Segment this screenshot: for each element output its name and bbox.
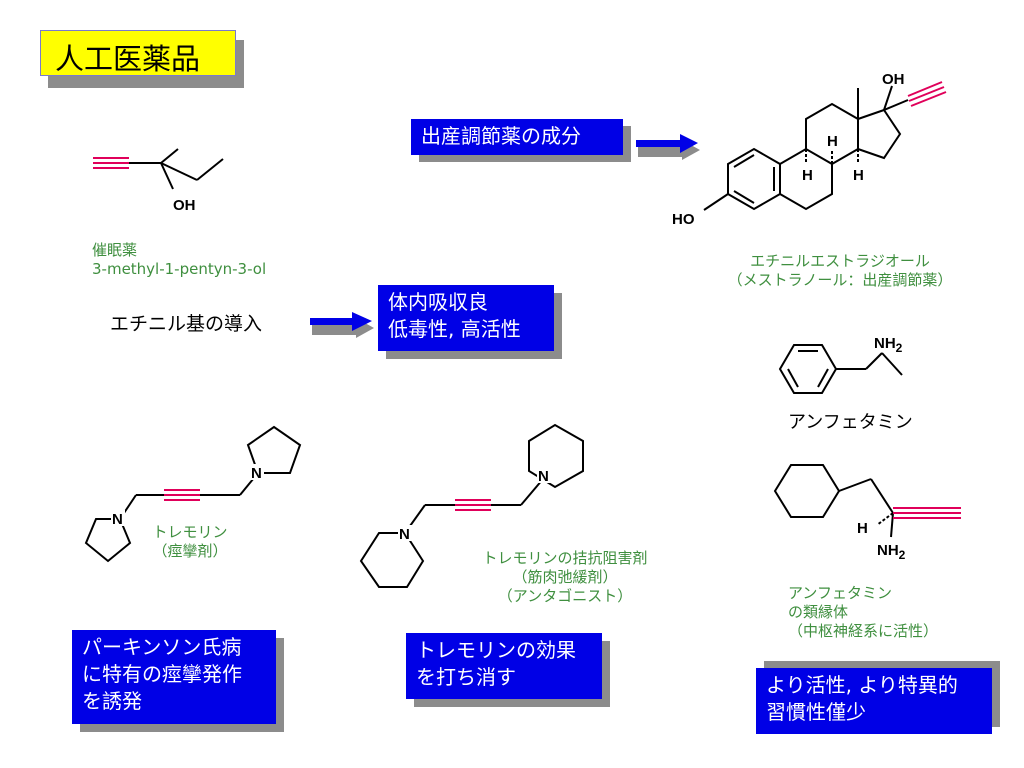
tremorine-n2: N <box>112 511 123 528</box>
page-title: 人工医薬品 <box>55 42 201 76</box>
specific-line1: より活性, より特異的 <box>766 673 958 697</box>
cancel-box: トレモリンの効果 を打ち消す <box>406 633 602 699</box>
specific-line2: 習慣性僅少 <box>766 700 866 724</box>
estradiol-structure: OH HO H H H <box>672 71 947 228</box>
absorption-box: 体内吸収良 低毒性, 高活性 <box>378 285 554 351</box>
analog-structure: H NH2 <box>773 464 961 562</box>
tremorine-structure: N N <box>84 425 302 563</box>
amphetamine-nh2: NH2 <box>874 335 903 355</box>
contraceptive-box: 出産調節薬の成分 <box>411 119 623 155</box>
amphetamine-structure: NH2 <box>778 335 903 394</box>
sedative-label: 催眠薬 3-methyl-1-pentyn-3-ol <box>92 241 267 278</box>
estradiol-ho: HO <box>672 211 695 228</box>
amphetamine-name: アンフェタミン <box>788 412 913 433</box>
arrow-ethynyl <box>310 312 374 338</box>
estradiol-h3: H <box>853 167 864 184</box>
tremorine-label: トレモリン （痙攣剤） <box>152 523 228 560</box>
sedative-structure: OH <box>93 148 224 214</box>
antagonist-n2: N <box>399 526 410 543</box>
absorption-line2: 低毒性, 高活性 <box>388 317 521 341</box>
analog-label: アンフェタミン の類縁体 （中枢神経系に活性） <box>788 584 939 640</box>
antagonist-label: トレモリンの拮抗阻害剤 （筋肉弛緩剤） （アンタゴニスト） <box>482 549 648 605</box>
parkinson-box: パーキンソン氏病 に特有の痙攣発作 を誘発 <box>72 630 276 724</box>
arrow-contraceptive <box>636 134 700 160</box>
estradiol-oh: OH <box>882 71 905 88</box>
antagonist-n1: N <box>538 468 549 485</box>
parkinson-line1: パーキンソン氏病 <box>82 635 242 659</box>
ethynyl-intro-label: エチニル基の導入 <box>110 313 263 335</box>
analog-nh2: NH2 <box>877 542 906 562</box>
antagonist-structure: N N <box>359 423 584 588</box>
parkinson-line2: に特有の痙攣発作 <box>82 662 242 686</box>
sedative-oh: OH <box>173 197 196 214</box>
estradiol-label: エチニルエストラジオール （メストラノール：出産調節薬） <box>727 252 953 289</box>
absorption-line1: 体内吸収良 <box>388 290 488 314</box>
cancel-line1: トレモリンの効果 <box>416 638 576 662</box>
specific-box: より活性, より特異的 習慣性僅少 <box>756 668 992 734</box>
parkinson-line3: を誘発 <box>82 689 142 713</box>
title-box: 人工医薬品 <box>40 30 236 76</box>
cancel-line2: を打ち消す <box>416 665 516 689</box>
analog-h: H <box>857 520 868 537</box>
estradiol-h2: H <box>827 133 838 150</box>
contraceptive-text: 出産調節薬の成分 <box>421 124 581 148</box>
estradiol-h1: H <box>802 167 813 184</box>
tremorine-n1: N <box>251 465 262 482</box>
